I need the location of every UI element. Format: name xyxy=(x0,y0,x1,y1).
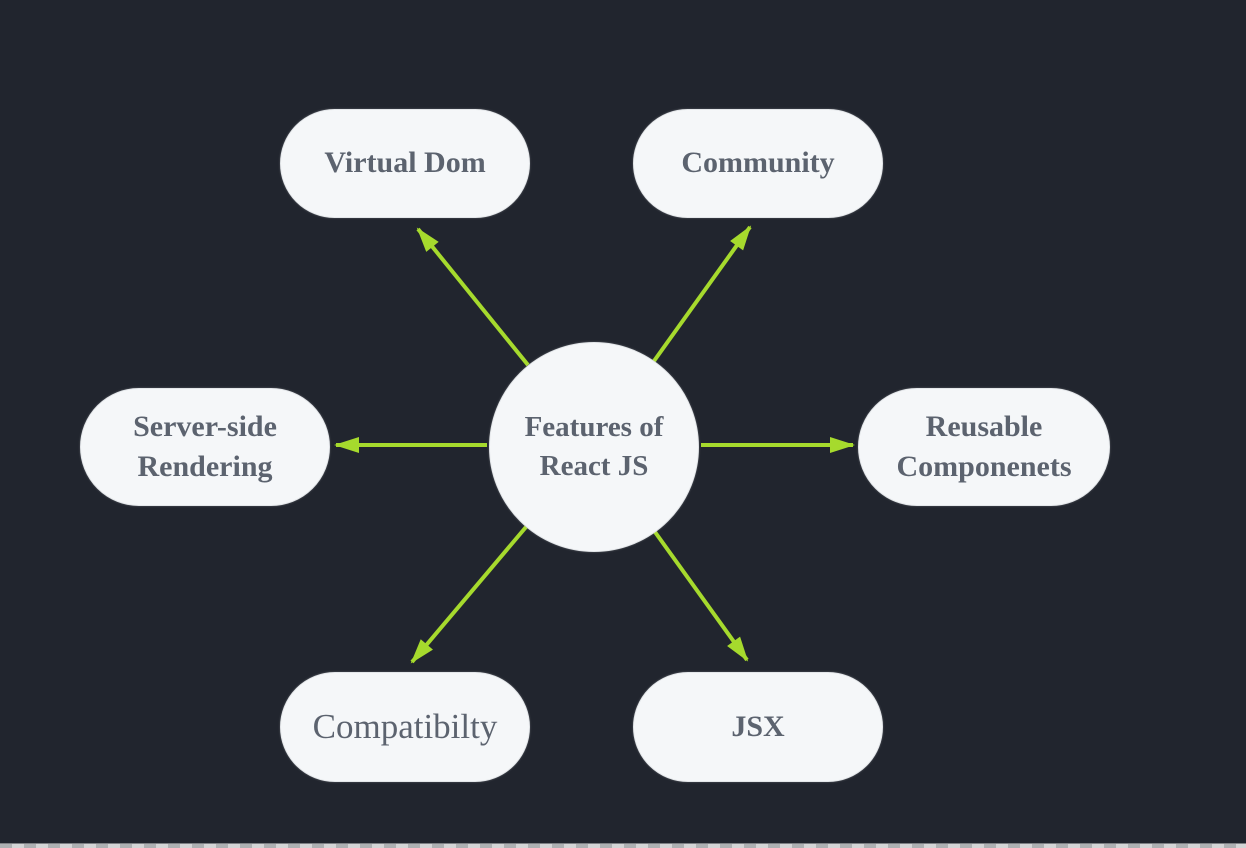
center-label-line1: Features of xyxy=(524,410,664,443)
node-reusable-componenets-label: Reusable Componenets xyxy=(896,409,1072,484)
node-community[interactable]: Community xyxy=(633,109,883,218)
arrow-center-to-community xyxy=(652,225,752,363)
node-jsx-label: JSX xyxy=(731,709,785,743)
node-reusable-componenets[interactable]: Reusable Componenets xyxy=(858,388,1110,506)
arrow-center-to-jsx xyxy=(653,530,749,662)
center-label-line2: React JS xyxy=(539,450,649,482)
arrow-center-to-virtual-dom xyxy=(416,227,530,367)
node-virtual-dom[interactable]: Virtual Dom xyxy=(280,109,530,218)
node-center-features-of-react-js[interactable]: Features of React JS xyxy=(489,342,699,552)
bottom-edge-strip xyxy=(0,843,1246,848)
node-community-label: Community xyxy=(681,146,835,180)
node-compatibilty[interactable]: Compatibilty xyxy=(280,672,530,782)
node-virtual-dom-label: Virtual Dom xyxy=(324,146,486,180)
node-jsx[interactable]: JSX xyxy=(633,672,883,782)
arrow-center-to-compatibilty xyxy=(410,525,528,664)
node-server-side-rendering-label: Server-side Rendering xyxy=(133,409,277,484)
node-compatibilty-label: Compatibilty xyxy=(312,707,498,747)
node-server-side-rendering[interactable]: Server-side Rendering xyxy=(80,388,330,506)
